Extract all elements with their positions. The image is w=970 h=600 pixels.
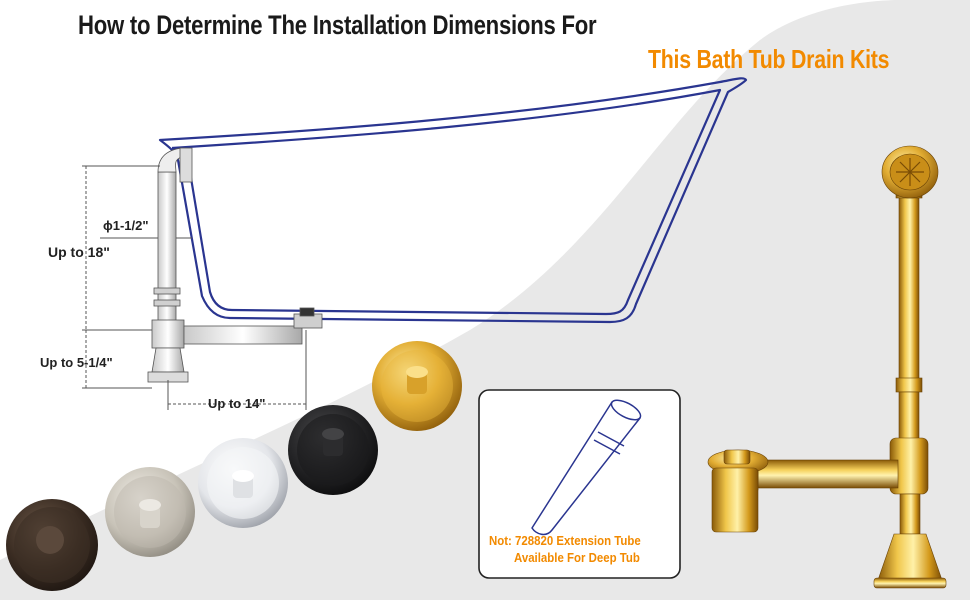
stopper-oil-rubbed-bronze [6,499,98,591]
stopper-chrome [198,438,288,528]
dimension-height-label: Up to 18" [48,244,110,260]
technical-drain-assembly [147,147,323,383]
dimension-depth-label: Up to 5-1/4" [40,355,113,370]
gold-drain-kit [707,145,947,589]
extension-note-line-1: Not: 728820 Extension Tube [489,533,641,548]
stopper-matte-black [288,405,378,495]
title-line-1: How to Determine The Installation Dimens… [78,10,597,40]
dimension-width-label: Up to 14" [208,396,266,411]
extension-tube-panel [478,389,681,579]
title-line-2: This Bath Tub Drain Kits [648,44,890,74]
dimension-diameter-label: ϕ1-1/2" [103,218,149,233]
stopper-brushed-nickel [105,467,195,557]
extension-note-line-2: Available For Deep Tub [514,550,640,565]
stopper-polished-gold [372,341,462,431]
dimension-lines [82,165,307,410]
extension-tube-illustration [531,399,642,536]
